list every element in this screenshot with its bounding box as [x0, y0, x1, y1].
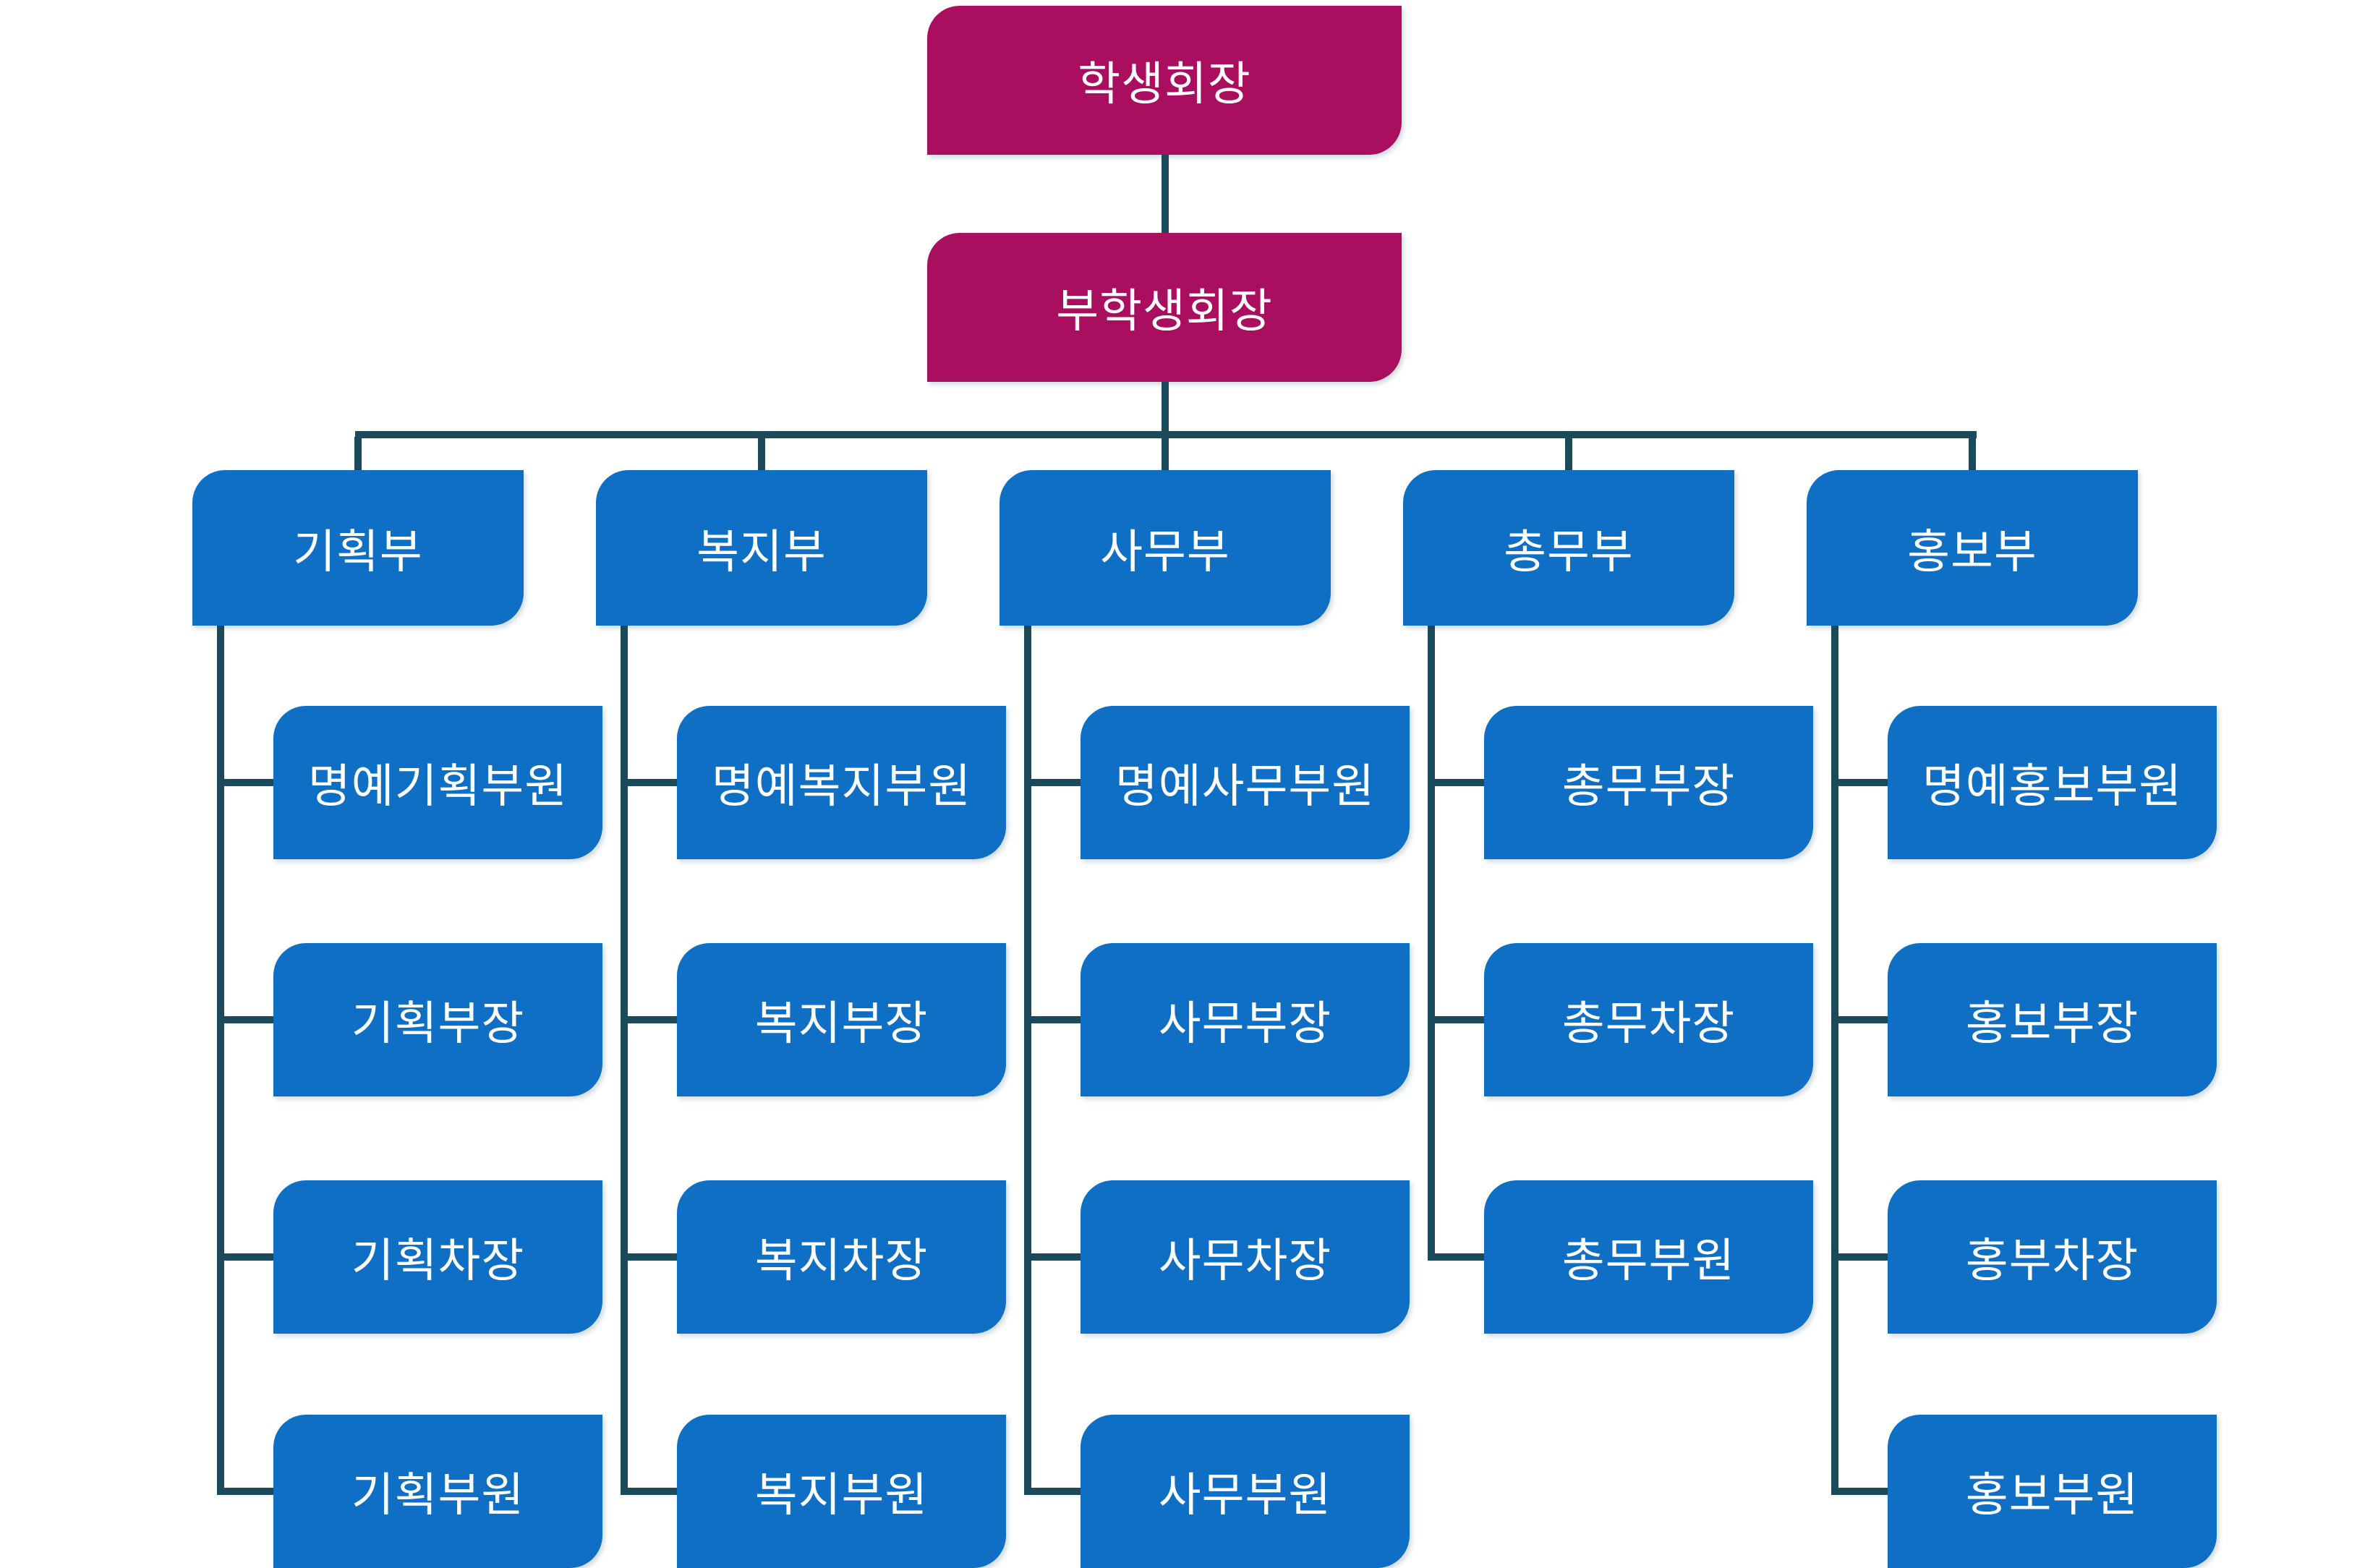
- dept-1-label: 기획부: [293, 525, 423, 578]
- connector-stub: [1024, 1488, 1081, 1495]
- dept-1-member-3-box: 기획차장: [273, 1180, 602, 1334]
- connector-bus-dept-5: [1969, 437, 1976, 470]
- dept-2-label: 복지부: [696, 525, 827, 578]
- connector-stub: [1428, 1016, 1484, 1023]
- connector-stub: [1024, 779, 1081, 786]
- dept-2-member-1-label: 명예복지부원: [711, 760, 972, 812]
- dept-1-member-4-label: 기획부원: [351, 1469, 525, 1521]
- dept-2-member-3-label: 복지차장: [754, 1235, 929, 1287]
- dept-3-member-3-box: 사무차장: [1081, 1180, 1410, 1334]
- dept-1-member-1-box: 명예기획부원: [273, 706, 602, 859]
- node-vice-president-label: 부학생회장: [1056, 285, 1273, 337]
- connector-bus-dept-2: [758, 437, 765, 470]
- dept-2-member-2-box: 복지부장: [677, 943, 1006, 1096]
- dept-3-member-3-label: 사무차장: [1158, 1235, 1332, 1287]
- connector-stub: [1831, 1253, 1888, 1261]
- dept-5-member-3-box: 홍부차장: [1888, 1180, 2217, 1334]
- dept-3-member-2-label: 사무부장: [1158, 997, 1332, 1049]
- dept-2-member-2-label: 복지부장: [754, 997, 929, 1049]
- dept-5-member-2-label: 홍보부장: [1965, 997, 2139, 1049]
- dept-3-label: 사무부: [1100, 525, 1230, 578]
- connector-stub: [1831, 1016, 1888, 1023]
- connector-hang-2: [621, 621, 628, 1495]
- dept-3-box: 사무부: [1000, 470, 1331, 626]
- connector-stub: [217, 1016, 273, 1023]
- connector-hang-5: [1831, 621, 1838, 1495]
- dept-5-label: 홍보부: [1907, 525, 2037, 578]
- connector-hang-1: [217, 621, 224, 1495]
- connector-stub: [621, 779, 677, 786]
- connector-stub: [217, 1488, 273, 1495]
- dept-1-member-3-label: 기획차장: [351, 1235, 525, 1287]
- dept-2-member-4-label: 복지부원: [754, 1469, 929, 1521]
- dept-3-member-4-box: 사무부원: [1081, 1415, 1410, 1568]
- connector-vice-bus: [1162, 382, 1169, 434]
- connector-stub: [1831, 1488, 1888, 1495]
- node-president-label: 학생회장: [1078, 58, 1251, 110]
- dept-3-member-2-box: 사무부장: [1081, 943, 1410, 1096]
- dept-5-box: 홍보부: [1807, 470, 2138, 626]
- dept-1-member-2-box: 기획부장: [273, 943, 602, 1096]
- node-president: 학생회장: [927, 6, 1402, 155]
- dept-4-member-2-label: 총무차장: [1561, 997, 1736, 1049]
- dept-4-member-3-box: 총무부원: [1484, 1180, 1813, 1334]
- dept-2-member-1-box: 명예복지부원: [677, 706, 1006, 859]
- connector-president-vice: [1162, 155, 1169, 233]
- dept-2-box: 복지부: [596, 470, 927, 626]
- dept-3-member-4-label: 사무부원: [1158, 1469, 1332, 1521]
- dept-2-member-3-box: 복지차장: [677, 1180, 1006, 1334]
- dept-4-label: 총무부: [1504, 525, 1634, 578]
- dept-1-member-1-label: 명예기획부원: [307, 760, 568, 812]
- dept-5-member-3-label: 홍부차장: [1965, 1235, 2139, 1287]
- dept-5-member-1-label: 명예홍보부원: [1922, 760, 2183, 812]
- dept-4-member-3-label: 총무부원: [1561, 1235, 1736, 1287]
- connector-bus-dept-1: [354, 437, 362, 470]
- connector-bus-dept-3: [1162, 437, 1169, 470]
- connector-bus: [355, 431, 1977, 438]
- connector-hang-3: [1024, 621, 1031, 1495]
- connector-stub: [621, 1016, 677, 1023]
- connector-stub: [621, 1253, 677, 1261]
- dept-4-member-1-label: 총무부장: [1561, 760, 1736, 812]
- dept-5-member-1-box: 명예홍보부원: [1888, 706, 2217, 859]
- dept-3-member-1-box: 명예사무부원: [1081, 706, 1410, 859]
- connector-bus-dept-4: [1565, 437, 1572, 470]
- connector-stub: [1024, 1253, 1081, 1261]
- dept-5-member-2-box: 홍보부장: [1888, 943, 2217, 1096]
- dept-5-member-4-label: 홍보부원: [1965, 1469, 2139, 1521]
- connector-stub: [621, 1488, 677, 1495]
- dept-2-member-4-box: 복지부원: [677, 1415, 1006, 1568]
- dept-1-member-2-label: 기획부장: [351, 997, 525, 1049]
- dept-4-member-1-box: 총무부장: [1484, 706, 1813, 859]
- connector-hang-4: [1428, 621, 1435, 1261]
- connector-stub: [1831, 779, 1888, 786]
- dept-3-member-1-label: 명예사무부원: [1115, 760, 1376, 812]
- connector-stub: [1024, 1016, 1081, 1023]
- dept-5-member-4-box: 홍보부원: [1888, 1415, 2217, 1568]
- connector-stub: [1428, 1253, 1484, 1261]
- connector-stub: [217, 779, 273, 786]
- dept-1-box: 기획부: [192, 470, 524, 626]
- dept-4-box: 총무부: [1403, 470, 1734, 626]
- node-vice-president: 부학생회장: [927, 233, 1402, 382]
- dept-4-member-2-box: 총무차장: [1484, 943, 1813, 1096]
- connector-stub: [1428, 779, 1484, 786]
- connector-stub: [217, 1253, 273, 1261]
- dept-1-member-4-box: 기획부원: [273, 1415, 602, 1568]
